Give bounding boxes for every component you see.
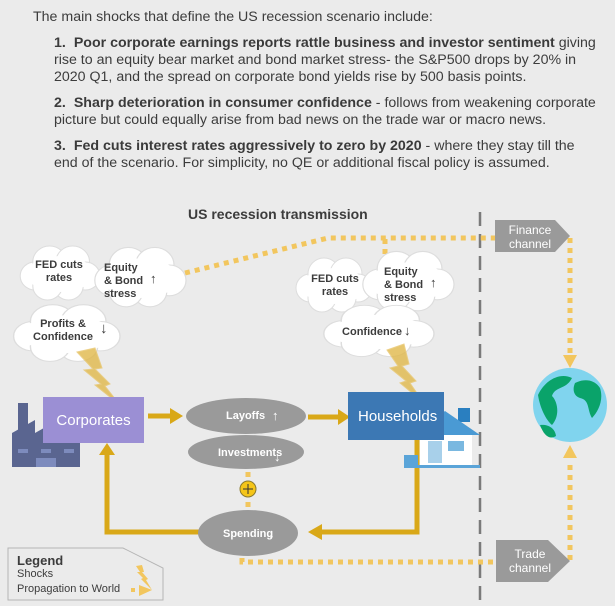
arrow-to-layoffs-icon xyxy=(170,408,183,424)
shock-headline: Poor corporate earnings reports rattle b… xyxy=(73,35,555,51)
trade-channel-shape xyxy=(496,540,570,582)
shock-item-2: 2. Sharp deterioration in consumer confid… xyxy=(54,95,599,129)
arrow-to-spending-icon xyxy=(308,524,322,540)
spending-label: Spending xyxy=(223,528,274,540)
flow-lines xyxy=(104,413,420,535)
investments-label: Investments xyxy=(218,447,283,459)
finance-channel-shape xyxy=(495,220,570,252)
arrow-up-icon: ↑ xyxy=(430,275,437,290)
shock-item-3: 3. Fed cuts interest rates aggressively t… xyxy=(54,138,599,172)
shock-headline: Sharp deterioration in consumer confiden… xyxy=(73,95,372,111)
ellipse-spending xyxy=(198,510,298,556)
profits-label-left: Profits & Confidence xyxy=(33,318,93,343)
arrow-up-icon: ↑ xyxy=(150,271,157,286)
arrow-to-households-icon xyxy=(338,409,350,425)
legend-shocks-label: Shocks xyxy=(17,568,54,580)
intro-text: The main shocks that define the US reces… xyxy=(33,9,433,25)
lightning-corporates-icon xyxy=(76,347,121,406)
legend-title: Legend xyxy=(17,553,64,568)
legend-propagation-label: Propagation to World xyxy=(17,583,121,595)
arrow-down-icon: ↓ xyxy=(274,449,281,464)
globe-icon xyxy=(533,368,607,442)
arrow-down-icon: ↓ xyxy=(268,526,275,541)
trade-channel-label: Trade channel xyxy=(508,547,552,575)
households-label: Households xyxy=(358,407,438,425)
arrow-to-corporates-icon xyxy=(99,443,115,455)
arrow-down-icon: ↓ xyxy=(100,320,108,337)
arrow-down-icon: ↓ xyxy=(404,323,411,338)
shock-number: 2. xyxy=(54,95,66,111)
ellipse-investments xyxy=(188,435,304,469)
legend-dot-icon xyxy=(131,588,135,592)
shock-description: giving rise to an equity bear market and… xyxy=(54,35,596,85)
households-box: Households xyxy=(348,392,444,440)
ellipse-layoffs xyxy=(186,398,306,434)
corporates-box: Corporates xyxy=(43,397,144,443)
layoffs-label: Layoffs xyxy=(226,410,266,422)
legend-arrow-icon xyxy=(139,585,152,596)
shock-description: - where they stay till the end of the sc… xyxy=(54,138,575,171)
legend-shock-icon xyxy=(136,565,152,590)
arrow-up-to-world-icon xyxy=(563,445,577,458)
equity-label-right: Equity & Bond stress xyxy=(384,266,424,304)
shock-number: 3. xyxy=(54,138,66,154)
fed-cuts-label-right: FED cuts rates xyxy=(311,273,359,298)
equity-label-left: Equity & Bond stress xyxy=(104,262,144,300)
shock-number: 1. xyxy=(54,35,66,51)
corporates-label: Corporates xyxy=(56,411,131,429)
confidence-label-right: Confidence xyxy=(342,326,402,338)
finance-channel-label: Finance channel xyxy=(508,223,552,251)
shock-description: - follows from weakening corporate pictu… xyxy=(54,95,596,128)
legend-box xyxy=(7,547,164,601)
diagram-title: US recession transmission xyxy=(188,206,368,222)
arrow-down-to-world-icon xyxy=(563,355,577,368)
shock-item-1: 1. Poor corporate earnings reports rattle… xyxy=(54,35,599,86)
shock-headline: Fed cuts interest rates aggressively to … xyxy=(73,138,422,154)
fed-cuts-label-left: FED cuts rates xyxy=(35,259,83,284)
arrow-up-icon: ↑ xyxy=(272,408,279,423)
